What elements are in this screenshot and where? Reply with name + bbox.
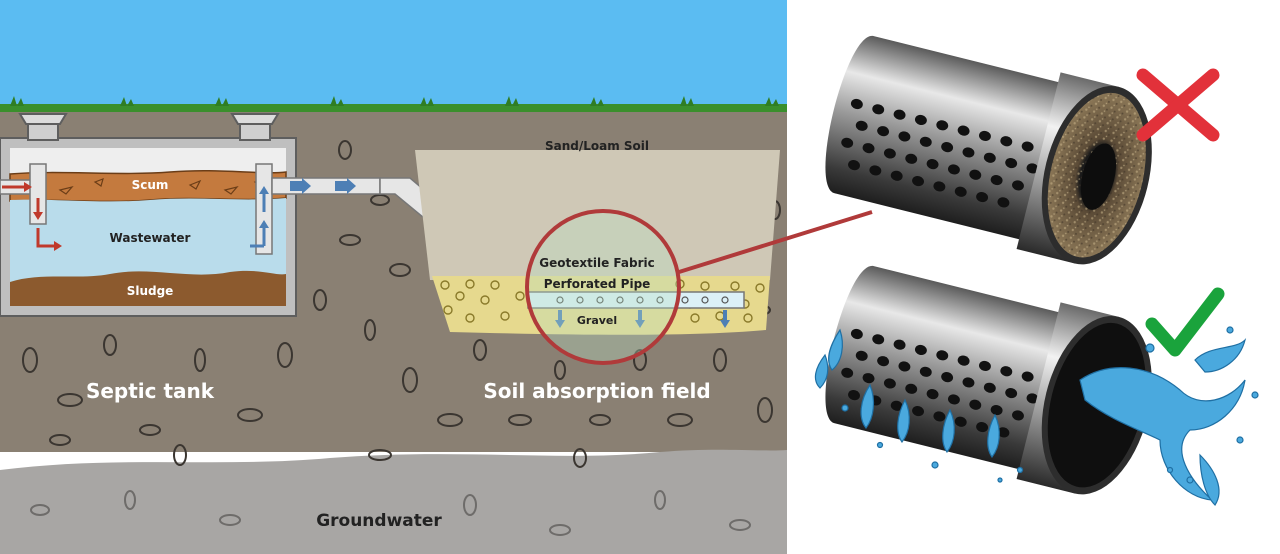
x-icon (1136, 68, 1220, 142)
sand-loam-trench (415, 150, 780, 280)
water-splash (814, 326, 1259, 506)
pipe-perforations (556, 296, 729, 304)
label-sand-loam: Sand/Loam Soil (545, 139, 649, 153)
label-groundwater: Groundwater (316, 511, 442, 531)
soil-pebbles (22, 140, 781, 468)
wastewater-layer (10, 198, 286, 282)
pipe-comparison-panel (814, 36, 1259, 506)
check-icon (1145, 287, 1225, 357)
flow-arrows-tank (2, 182, 269, 251)
absorption-field: Sand/Loam Soil Geotextile Fabric Perfora… (415, 139, 873, 365)
callout-line (678, 210, 873, 274)
grass-strip (0, 104, 787, 114)
clear-pipe-holes (841, 328, 1039, 438)
clogged-pipe-holes (841, 98, 1039, 208)
label-wastewater: Wastewater (110, 231, 191, 245)
grass-tufts (10, 96, 779, 106)
inlet-riser (18, 113, 68, 141)
septic-tank: Scum Wastewater Sludge (0, 113, 297, 317)
label-sludge: Sludge (127, 284, 174, 298)
label-perforated-pipe: Perforated Pipe (544, 277, 651, 291)
outlet-riser (230, 113, 280, 141)
sludge-layer (10, 270, 286, 306)
cross-section-panel: Scum Wastewater Sludge (0, 0, 873, 554)
label-septic-tank: Septic tank (86, 379, 215, 403)
label-geotextile: Geotextile Fabric (539, 256, 654, 270)
clear-pipe-body (825, 266, 1068, 472)
sky (0, 0, 787, 110)
clogged-pipe-body (825, 36, 1068, 242)
label-scum: Scum (132, 178, 169, 192)
groundwater-pebbles (30, 490, 751, 536)
drip-arrows (555, 310, 730, 328)
clogged-pipe-core (1080, 143, 1117, 210)
inlet-baffle (29, 163, 47, 225)
highlight-circle (525, 209, 681, 365)
label-gravel: Gravel (577, 314, 617, 327)
label-soil-absorption-field: Soil absorption field (483, 379, 710, 403)
clogged-pipe (825, 36, 1152, 265)
groundwater-layer (0, 449, 787, 554)
